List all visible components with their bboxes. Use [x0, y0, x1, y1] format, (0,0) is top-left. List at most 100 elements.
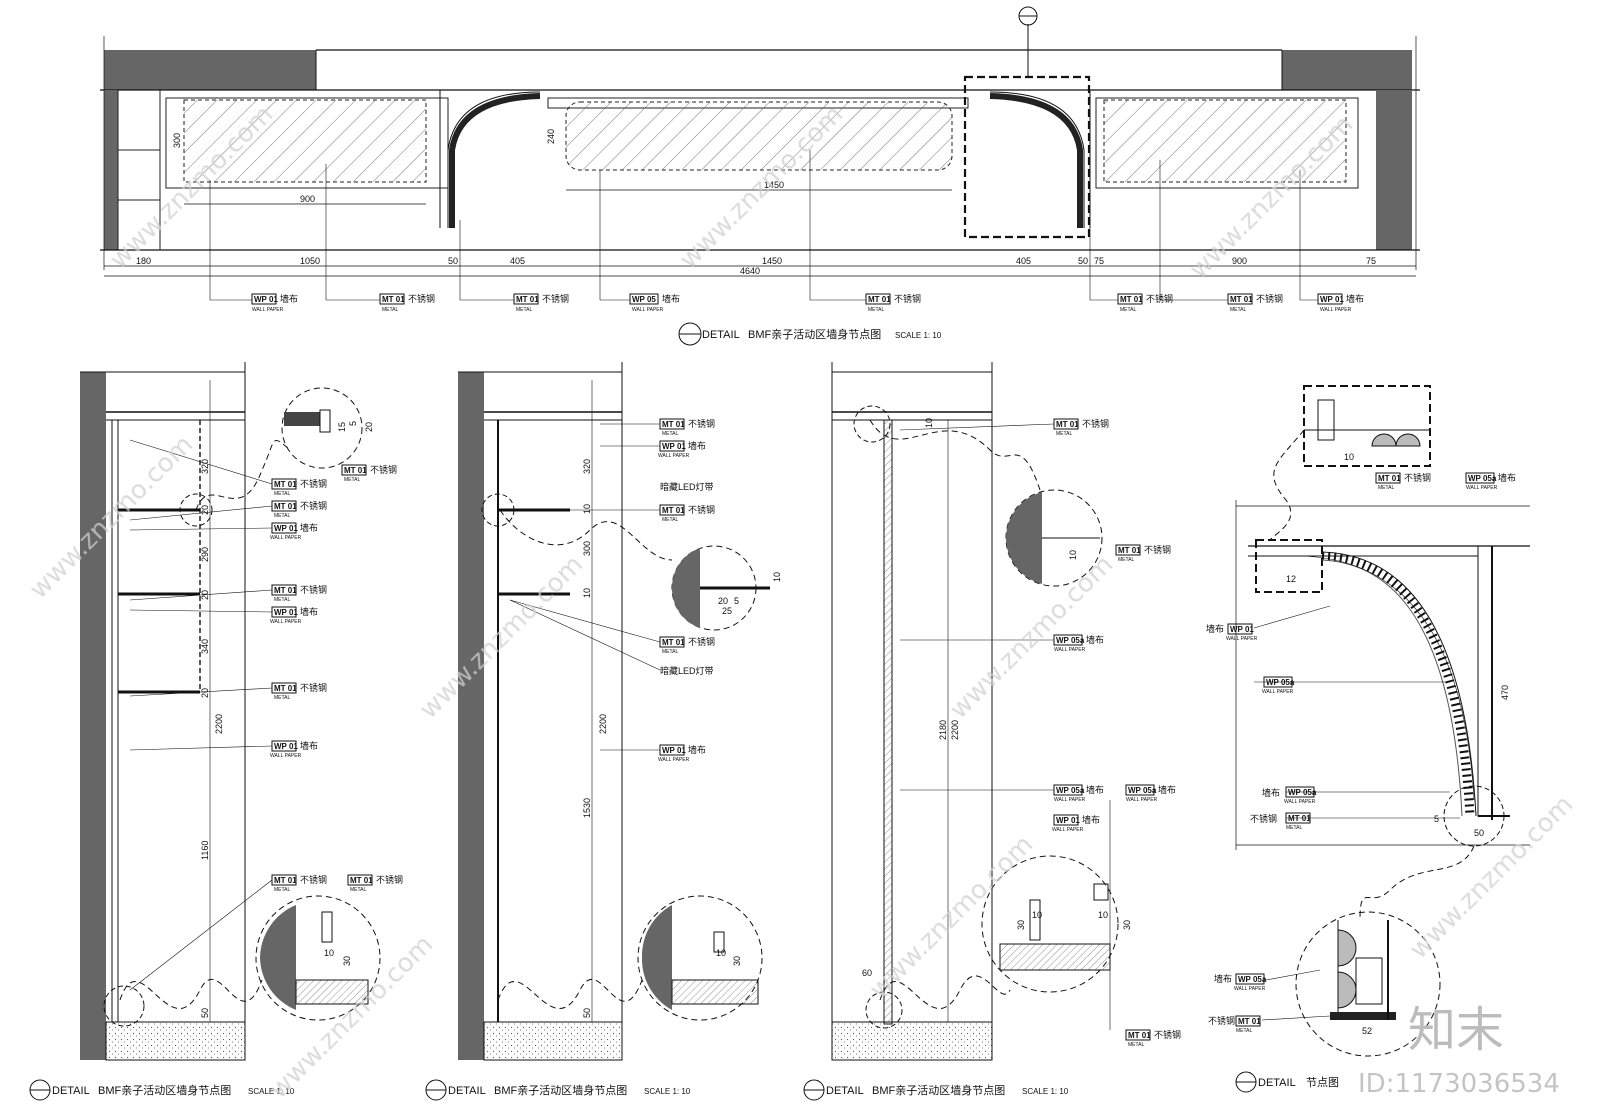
svg-text:METAL: METAL [1378, 485, 1395, 491]
dim-s3-6: 30 [1016, 920, 1026, 930]
detail-bubble-s2-bottom [637, 895, 763, 1021]
dim-s2-1: 320 [582, 459, 592, 474]
svg-text:SCALE 1: 10: SCALE 1: 10 [1022, 1087, 1069, 1096]
svg-text:METAL: METAL [350, 887, 367, 893]
svg-text:MT 01: MT 01 [662, 420, 685, 429]
svg-text:墙布: 墙布 [662, 293, 680, 304]
dim-s1-12: 20 [364, 422, 374, 432]
tag-elev-6: MT 01 不锈钢 METAL [1117, 293, 1173, 313]
tag-s3-5: WP 05a 墙布 WALL PAPER [1125, 784, 1176, 803]
svg-text:不锈钢: 不锈钢 [370, 464, 397, 475]
title-block-section3: DETAIL BMF亲子活动区墙身节点图 SCALE 1: 10 [803, 1079, 1069, 1101]
svg-text:不锈钢: 不锈钢 [300, 478, 327, 489]
dim-node-3: 470 [1500, 685, 1510, 700]
svg-text:不锈钢: 不锈钢 [688, 418, 715, 429]
svg-text:MT 01: MT 01 [1056, 420, 1079, 429]
dim-s3-4: 60 [862, 968, 872, 978]
svg-text:WP 01: WP 01 [1230, 625, 1254, 634]
svg-text:WP 05a: WP 05a [1056, 636, 1085, 645]
tag-elev-4: WP 05 墙布 WALL PAPER [629, 293, 680, 313]
dim-s1-13: 10 [324, 948, 334, 958]
label-node-wallcloth-3: 墙布 [1214, 973, 1232, 984]
svg-text:墙布: 墙布 [688, 440, 706, 451]
svg-text:DETAIL: DETAIL [52, 1085, 90, 1097]
dim-s2-6: 1530 [582, 798, 592, 818]
dim-elev-bottom-1: 180 [136, 256, 151, 266]
dim-s1-1: 320 [200, 459, 210, 474]
svg-text:不锈钢: 不锈钢 [300, 682, 327, 693]
svg-text:SCALE 1: 10: SCALE 1: 10 [248, 1087, 295, 1096]
dim-s2-7: 50 [582, 1008, 592, 1018]
tag-elev-8: WP 01 墙布 WALL PAPER [1317, 293, 1364, 313]
tag-node-7: WP 05a WALL PAPER [1234, 973, 1267, 992]
label-node-wallcloth-2: 墙布 [1262, 787, 1280, 798]
svg-text:BMF亲子活动区墙身节点图: BMF亲子活动区墙身节点图 [494, 1083, 627, 1097]
svg-text:METAL: METAL [1056, 431, 1073, 437]
dim-elev-inner-left: 900 [300, 194, 315, 204]
dim-s3-9: 10 [1098, 910, 1108, 920]
svg-text:BMF亲子活动区墙身节点图: BMF亲子活动区墙身节点图 [98, 1083, 231, 1097]
svg-text:不锈钢: 不锈钢 [1404, 472, 1431, 483]
svg-text:MT 01: MT 01 [350, 876, 373, 885]
tag-s2-3: MT 01 不锈钢 METAL [659, 504, 715, 523]
svg-text:WALL PAPER: WALL PAPER [1466, 485, 1498, 491]
svg-text:WALL PAPER: WALL PAPER [270, 619, 302, 625]
svg-text:MT 01: MT 01 [344, 466, 367, 475]
svg-text:MT 01: MT 01 [1238, 1017, 1261, 1026]
svg-text:不锈钢: 不锈钢 [1154, 1029, 1181, 1040]
tag-node-4: WP 05a WALL PAPER [1262, 676, 1295, 695]
svg-text:METAL: METAL [1286, 825, 1303, 831]
dim-s2-8: 10 [772, 572, 782, 582]
detail-bubble-s1-top [281, 387, 363, 469]
dim-s1-2: 20 [200, 505, 210, 515]
tag-s1-10: MT 01 不锈钢 METAL [347, 874, 403, 893]
dim-s1-11: 5 [348, 421, 358, 426]
svg-text:MT 01: MT 01 [274, 586, 297, 595]
svg-text:MT 01: MT 01 [1128, 1031, 1151, 1040]
svg-text:METAL: METAL [662, 431, 679, 437]
tag-s3-7: MT 01 不锈钢 METAL [1125, 1029, 1181, 1048]
svg-text:METAL: METAL [344, 477, 361, 483]
svg-text:METAL: METAL [274, 597, 291, 603]
title-block-elevation: DETAIL BMF亲子活动区墙身节点图 SCALE 1: 10 [678, 322, 942, 346]
tag-node-6: MT 01 METAL [1285, 812, 1311, 831]
svg-text:节点图: 节点图 [1306, 1076, 1339, 1089]
svg-text:不锈钢: 不锈钢 [1256, 293, 1283, 304]
tag-elev-3: MT 01 不锈钢 METAL [513, 293, 569, 313]
label-node-wallcloth-1: 墙布 [1206, 623, 1224, 634]
svg-text:MT 01: MT 01 [1118, 546, 1141, 555]
dim-s3-3: 2200 [950, 720, 960, 740]
svg-text:墙布: 墙布 [1498, 472, 1516, 483]
detail-bubble-s1-bottom [255, 895, 381, 1021]
svg-text:MT 01: MT 01 [1288, 814, 1311, 823]
dim-s2-12: 10 [716, 948, 726, 958]
svg-text:WALL PAPER: WALL PAPER [1234, 986, 1266, 992]
svg-text:不锈钢: 不锈钢 [688, 636, 715, 647]
svg-text:METAL: METAL [274, 887, 291, 893]
svg-text:墙布: 墙布 [280, 293, 298, 304]
dim-node-2: 12 [1286, 574, 1296, 584]
svg-text:WP 01: WP 01 [662, 746, 686, 755]
dim-s3-2: 2180 [938, 720, 948, 740]
svg-text:METAL: METAL [1120, 307, 1137, 313]
dim-s1-8: 1160 [200, 841, 210, 860]
dim-s2-11: 25 [722, 606, 732, 616]
dim-s2-2: 10 [582, 504, 592, 514]
svg-text:MT 01: MT 01 [274, 502, 297, 511]
svg-text:WP 05a: WP 05a [1266, 678, 1295, 687]
dim-s3-8: 30 [1122, 920, 1132, 930]
dim-elev-bottom-8: 75 [1094, 256, 1104, 266]
svg-text:不锈钢: 不锈钢 [300, 584, 327, 595]
tag-s1-8: WP 01 墙布 WALL PAPER [270, 740, 318, 759]
svg-text:WP 05a: WP 05a [1288, 788, 1317, 797]
svg-text:MT 01: MT 01 [662, 506, 685, 515]
tag-s1-6: WP 01 墙布 WALL PAPER [270, 606, 318, 625]
dim-elev-bottom-9: 900 [1232, 256, 1247, 266]
tag-node-5: WP 05a WALL PAPER [1284, 786, 1317, 805]
svg-text:METAL: METAL [274, 695, 291, 701]
svg-text:不锈钢: 不锈钢 [1146, 293, 1173, 304]
svg-text:WP 01: WP 01 [274, 742, 298, 751]
svg-text:WP 01: WP 01 [662, 442, 686, 451]
svg-text:不锈钢: 不锈钢 [376, 874, 403, 885]
